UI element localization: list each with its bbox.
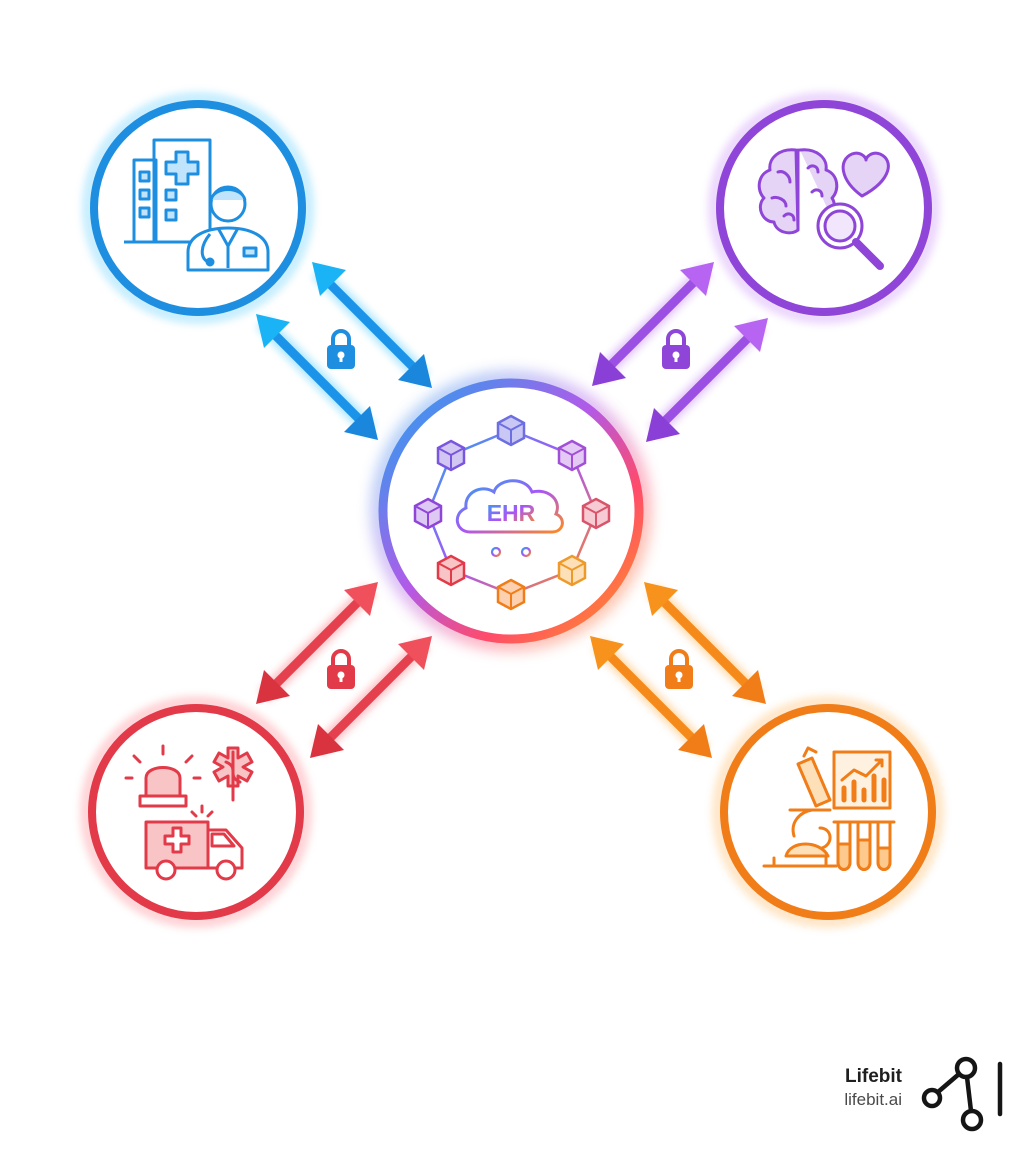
node-cube-icon	[557, 554, 587, 587]
microscope-lab-chart-icon	[762, 746, 896, 871]
node-cube-icon	[496, 578, 526, 611]
node-cube-icon	[436, 554, 466, 587]
arrow-laboratory-outer	[644, 582, 766, 704]
node-research	[708, 92, 940, 324]
node-laboratory	[712, 696, 944, 928]
brand-footer: Lifebit lifebit.ai	[826, 1056, 1016, 1136]
lock-icon	[662, 329, 690, 369]
node-cube-icon	[413, 497, 443, 530]
arrow-research-inner	[646, 318, 768, 442]
brain-heart-search-icon	[757, 148, 890, 270]
network-graph-icon: EHR	[413, 414, 611, 611]
center-label: EHR	[487, 500, 536, 526]
node-cube-icon	[557, 439, 587, 472]
arrow-emergency-inner	[310, 636, 432, 758]
arrow-laboratory-inner	[590, 636, 712, 758]
lock-icon	[327, 329, 355, 369]
node-cube-icon	[496, 414, 526, 447]
arrow-hospital-outer	[312, 262, 432, 388]
ambulance-siren-icon	[124, 744, 254, 881]
lock-icon	[665, 649, 693, 689]
arrow-emergency-outer	[256, 582, 378, 704]
lifebit-logo-icon	[921, 1056, 1003, 1132]
brand-url[interactable]: lifebit.ai	[844, 1090, 902, 1109]
node-hospital	[82, 92, 314, 324]
hospital-doctor-icon	[124, 138, 270, 272]
arrow-hospital-inner	[256, 314, 378, 440]
brand-name: Lifebit	[845, 1066, 902, 1087]
lock-icon	[327, 649, 355, 689]
cloud-icon	[455, 479, 564, 534]
arrow-research-outer	[592, 262, 714, 386]
node-cube-icon	[436, 439, 466, 472]
node-cube-icon	[581, 497, 611, 530]
ehr-hub: EHR	[371, 371, 651, 651]
node-emergency	[80, 696, 312, 928]
